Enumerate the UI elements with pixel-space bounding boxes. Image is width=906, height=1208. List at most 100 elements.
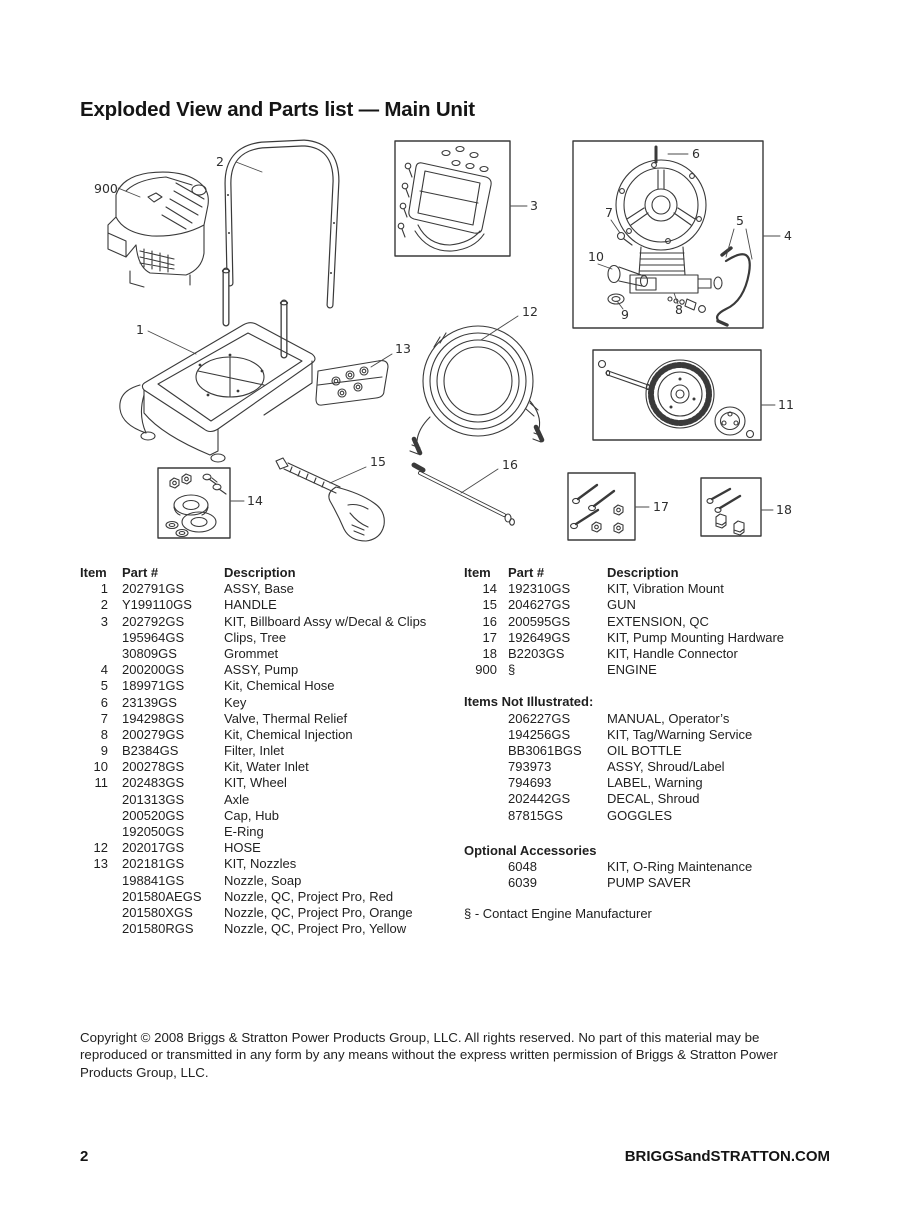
cell-part-number: 202792GS [122, 613, 185, 629]
cell-description: KIT, O-Ring Maintenance [607, 859, 753, 874]
cell-part-number: 192050GS [122, 824, 185, 839]
callout-15: 15 [370, 454, 386, 469]
engine-sketch [107, 171, 209, 288]
cell-part-number: 194298GS [122, 710, 185, 726]
cell-item [464, 808, 497, 824]
table-row: 17 192649GS KIT, Pump Mounting Hardware [464, 630, 840, 646]
cell-part-number: 201580XGS [122, 904, 193, 920]
cell-description: ASSY, Shroud/Label [607, 759, 725, 775]
cell-item: 10 [93, 759, 108, 775]
cell-description: Kit, Chemical Hose [224, 678, 335, 694]
column-header-description: Description [224, 565, 296, 580]
cell-item: 900 [475, 662, 497, 678]
cell-part-number: 202791GS [122, 581, 185, 597]
callout-18: 18 [776, 502, 792, 517]
callout-7: 7 [605, 205, 613, 220]
cell-part-number: 198841GS [122, 872, 185, 888]
cell-item [464, 775, 497, 791]
cell-description: Valve, Thermal Relief [224, 710, 348, 726]
cell-item: 15 [482, 597, 497, 613]
callout-leaders [117, 153, 781, 511]
pump-kit-box [572, 140, 764, 329]
cell-description: Clips, Tree [224, 629, 287, 645]
callout-17: 17 [653, 499, 669, 514]
table-row: 793973 ASSY, Shroud/Label [464, 759, 840, 775]
callout-labels: 900 2 1 3 4 6 7 5 10 9 8 11 12 13 14 15 … [94, 146, 794, 517]
page-footer: 2 BRIGGSandSTRATTON.COM [80, 1148, 830, 1165]
cell-part-number: 204627GS [508, 597, 571, 613]
table-row: 16 200595GS EXTENSION, QC [464, 614, 840, 630]
table-row: 194256GS KIT, Tag/Warning Service [464, 727, 840, 743]
column-header-part: Part # [122, 565, 159, 580]
cell-description: GUN [607, 597, 636, 613]
cell-part-number: § [508, 662, 516, 678]
optional-accessories-heading: Optional Accessories [464, 842, 597, 858]
cell-description: KIT, Tag/Warning Service [607, 726, 753, 742]
cell-item: 2 [100, 597, 108, 613]
table-row: 6048 KIT, O-Ring Maintenance [464, 859, 840, 875]
cell-part-number: 793973 [508, 759, 552, 775]
cell-item: 9 [100, 743, 108, 759]
cell-part-number: 202483GS [122, 775, 185, 791]
parts-table-left-header: Item Part # Description [80, 565, 452, 581]
cell-part-number: 201580AEGS [122, 888, 202, 904]
cell-description: Key [224, 694, 247, 710]
cell-item [80, 630, 108, 646]
nozzle-kit-sketch [315, 360, 389, 406]
table-row: 206227GS MANUAL, Operator’s [464, 711, 840, 727]
cell-item: 8 [100, 726, 108, 742]
parts-table-right-header: Item Part # Description [464, 565, 840, 581]
cell-item [80, 824, 108, 840]
table-row: 201580AEGS Nozzle, QC, Project Pro, Red [80, 889, 452, 905]
cell-description: LABEL, Warning [607, 775, 703, 791]
cell-part-number: 23139GS [122, 694, 177, 710]
table-row: 2 Y199110GS HANDLE [80, 597, 452, 613]
base-frame-sketch [119, 267, 316, 463]
optional-accessories-rows: 6048 KIT, O-Ring Maintenance 6039 PUMP S… [464, 859, 840, 891]
cell-part-number: 200279GS [122, 726, 185, 742]
table-row: 30809GS Grommet [80, 646, 452, 662]
table-row: 12 202017GS HOSE [80, 840, 452, 856]
callout-1: 1 [136, 322, 144, 337]
table-row: 794693 LABEL, Warning [464, 775, 840, 791]
cell-description: Filter, Inlet [224, 743, 284, 759]
cell-part-number: 200278GS [122, 759, 185, 775]
cell-description: OIL BOTTLE [607, 742, 682, 758]
column-header-description: Description [607, 565, 679, 580]
billboard-kit-box [394, 140, 511, 257]
table-row: 202442GS DECAL, Shroud [464, 791, 840, 807]
cell-part-number: 192310GS [508, 581, 571, 597]
cell-description: Kit, Water Inlet [224, 759, 309, 775]
table-row: 8 200279GS Kit, Chemical Injection [80, 727, 452, 743]
cell-description: Cap, Hub [224, 807, 279, 823]
table-row: BB3061BGS OIL BOTTLE [464, 743, 840, 759]
table-row: 87815GS GOGGLES [464, 808, 840, 824]
cell-description: ENGINE [607, 662, 657, 678]
column-header-part: Part # [508, 565, 545, 580]
callout-6: 6 [692, 146, 700, 161]
table-row: 900 § ENGINE [464, 662, 840, 678]
cell-part-number: 6039 [508, 875, 537, 891]
cell-description: Nozzle, QC, Project Pro, Orange [224, 904, 413, 920]
cell-description: ASSY, Pump [224, 662, 299, 678]
table-row: 14 192310GS KIT, Vibration Mount [464, 581, 840, 597]
items-not-illustrated-heading: Items Not Illustrated: [464, 694, 594, 710]
cell-part-number: 202442GS [508, 791, 571, 807]
table-row: 201313GS Axle [80, 792, 452, 808]
cell-item [80, 646, 108, 662]
cell-part-number: 200595GS [508, 613, 571, 629]
cell-description: KIT, Handle Connector [607, 645, 738, 661]
cell-part-number: 6048 [508, 859, 537, 874]
table-row: 15 204627GS GUN [464, 597, 840, 613]
cell-description: KIT, Nozzles [224, 856, 297, 872]
cell-part-number: Y199110GS [122, 597, 192, 613]
cell-description: Grommet [224, 645, 279, 661]
cell-part-number: 794693 [508, 775, 552, 791]
cell-item [464, 743, 497, 759]
cell-part-number: 201313GS [122, 791, 185, 807]
column-header-item: Item [80, 565, 107, 580]
column-header-item: Item [464, 565, 491, 580]
extension-sketch [411, 462, 515, 526]
cell-part-number: 202017GS [122, 840, 185, 856]
